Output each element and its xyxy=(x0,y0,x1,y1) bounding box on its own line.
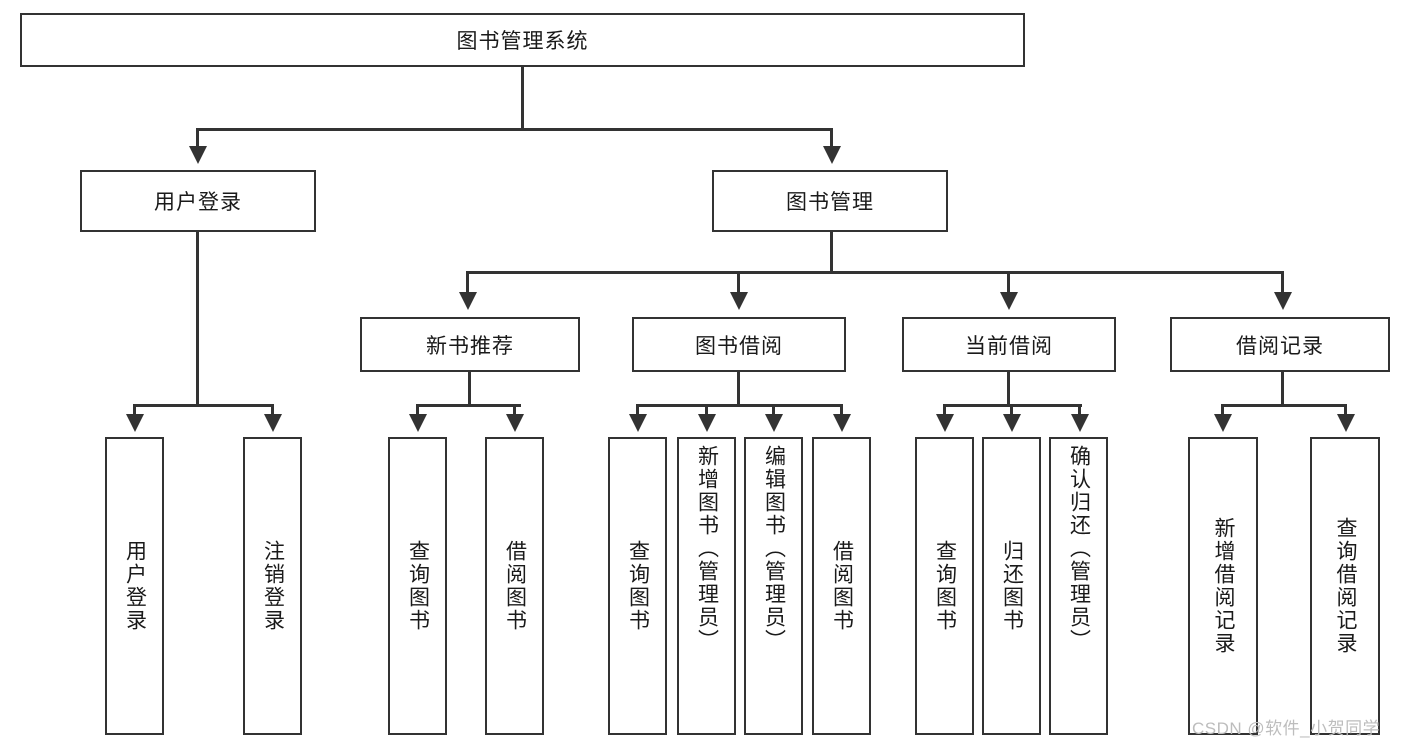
edge-drop-book-manage xyxy=(830,128,833,152)
node-leaf-return-book[interactable]: 归还图书 xyxy=(982,437,1041,735)
node-leaf-confirm-return[interactable]: 确认归还（管理员） xyxy=(1049,437,1108,735)
node-leaf-borrow-book-2[interactable]: 借阅图书 xyxy=(812,437,871,735)
arrow-leaf-query-book-2 xyxy=(629,414,647,432)
edge-borrow-record-stem xyxy=(1281,372,1284,406)
edge-level3-bus xyxy=(466,271,1284,274)
edge-current-borrow-stem xyxy=(1007,372,1010,406)
node-leaf-edit-book[interactable]: 编辑图书（管理员） xyxy=(744,437,803,735)
edge-drop-leaf-query-book-1 xyxy=(416,404,419,418)
edge-drop-new-book-rec xyxy=(466,271,469,297)
arrow-leaf-edit-book xyxy=(765,414,783,432)
node-borrow-record[interactable]: 借阅记录 xyxy=(1170,317,1390,372)
edge-drop-leaf-add-record xyxy=(1221,404,1224,418)
edge-drop-book-borrow xyxy=(737,271,740,297)
arrow-borrow-record xyxy=(1274,292,1292,310)
csdn-watermark: CSDN @软件_小贺同学 xyxy=(1192,719,1381,738)
node-leaf-add-record[interactable]: 新增借阅记录 xyxy=(1188,437,1258,735)
arrow-leaf-borrow-book-2 xyxy=(833,414,851,432)
edge-drop-leaf-return-book xyxy=(1010,404,1013,418)
node-root-system[interactable]: 图书管理系统 xyxy=(20,13,1025,67)
edge-drop-borrow-record xyxy=(1281,271,1284,297)
edge-drop-leaf-user-login xyxy=(133,404,136,418)
edge-drop-current-borrow xyxy=(1007,271,1010,297)
arrow-leaf-return-book xyxy=(1003,414,1021,432)
edge-root-stem xyxy=(521,67,524,130)
node-user-login[interactable]: 用户登录 xyxy=(80,170,316,232)
arrow-current-borrow xyxy=(1000,292,1018,310)
edge-drop-leaf-query-book-3 xyxy=(943,404,946,418)
arrow-leaf-query-book-1 xyxy=(409,414,427,432)
arrow-leaf-add-book xyxy=(698,414,716,432)
arrow-user-login xyxy=(189,146,207,164)
edge-user-login-stem xyxy=(196,232,199,406)
arrow-leaf-borrow-book-1 xyxy=(506,414,524,432)
node-new-book-rec[interactable]: 新书推荐 xyxy=(360,317,580,372)
edge-drop-leaf-logout xyxy=(271,404,274,418)
arrow-book-borrow xyxy=(730,292,748,310)
edge-user-login-bus xyxy=(133,404,273,407)
edge-new-book-rec-stem xyxy=(468,372,471,406)
node-leaf-logout[interactable]: 注销登录 xyxy=(243,437,302,735)
edge-drop-leaf-query-book-2 xyxy=(636,404,639,418)
edge-borrow-record-bus xyxy=(1221,404,1347,407)
edge-drop-leaf-query-record xyxy=(1344,404,1347,418)
edge-new-book-rec-bus xyxy=(416,404,521,407)
edge-drop-user-login xyxy=(196,128,199,152)
arrow-leaf-confirm-return xyxy=(1071,414,1089,432)
node-book-manage[interactable]: 图书管理 xyxy=(712,170,948,232)
arrow-leaf-query-record xyxy=(1337,414,1355,432)
edge-drop-leaf-edit-book xyxy=(772,404,775,418)
arrow-book-manage xyxy=(823,146,841,164)
node-leaf-borrow-book-1[interactable]: 借阅图书 xyxy=(485,437,544,735)
node-leaf-query-record[interactable]: 查询借阅记录 xyxy=(1310,437,1380,735)
edge-book-borrow-stem xyxy=(737,372,740,406)
edge-book-borrow-bus xyxy=(636,404,842,407)
arrow-leaf-query-book-3 xyxy=(936,414,954,432)
arrow-leaf-logout xyxy=(264,414,282,432)
node-leaf-query-book-2[interactable]: 查询图书 xyxy=(608,437,667,735)
edge-drop-leaf-borrow-book-1 xyxy=(513,404,516,418)
node-leaf-query-book-3[interactable]: 查询图书 xyxy=(915,437,974,735)
node-book-borrow[interactable]: 图书借阅 xyxy=(632,317,846,372)
edge-book-manage-stem xyxy=(830,232,833,273)
arrow-new-book-rec xyxy=(459,292,477,310)
edge-drop-leaf-add-book xyxy=(705,404,708,418)
node-leaf-add-book[interactable]: 新增图书（管理员） xyxy=(677,437,736,735)
edge-drop-leaf-borrow-book-2 xyxy=(840,404,843,418)
node-leaf-query-book-1[interactable]: 查询图书 xyxy=(388,437,447,735)
arrow-leaf-user-login xyxy=(126,414,144,432)
node-leaf-user-login[interactable]: 用户登录 xyxy=(105,437,164,735)
arrow-leaf-add-record xyxy=(1214,414,1232,432)
edge-root-bus xyxy=(196,128,833,131)
edge-drop-leaf-confirm-return xyxy=(1078,404,1081,418)
node-current-borrow[interactable]: 当前借阅 xyxy=(902,317,1116,372)
